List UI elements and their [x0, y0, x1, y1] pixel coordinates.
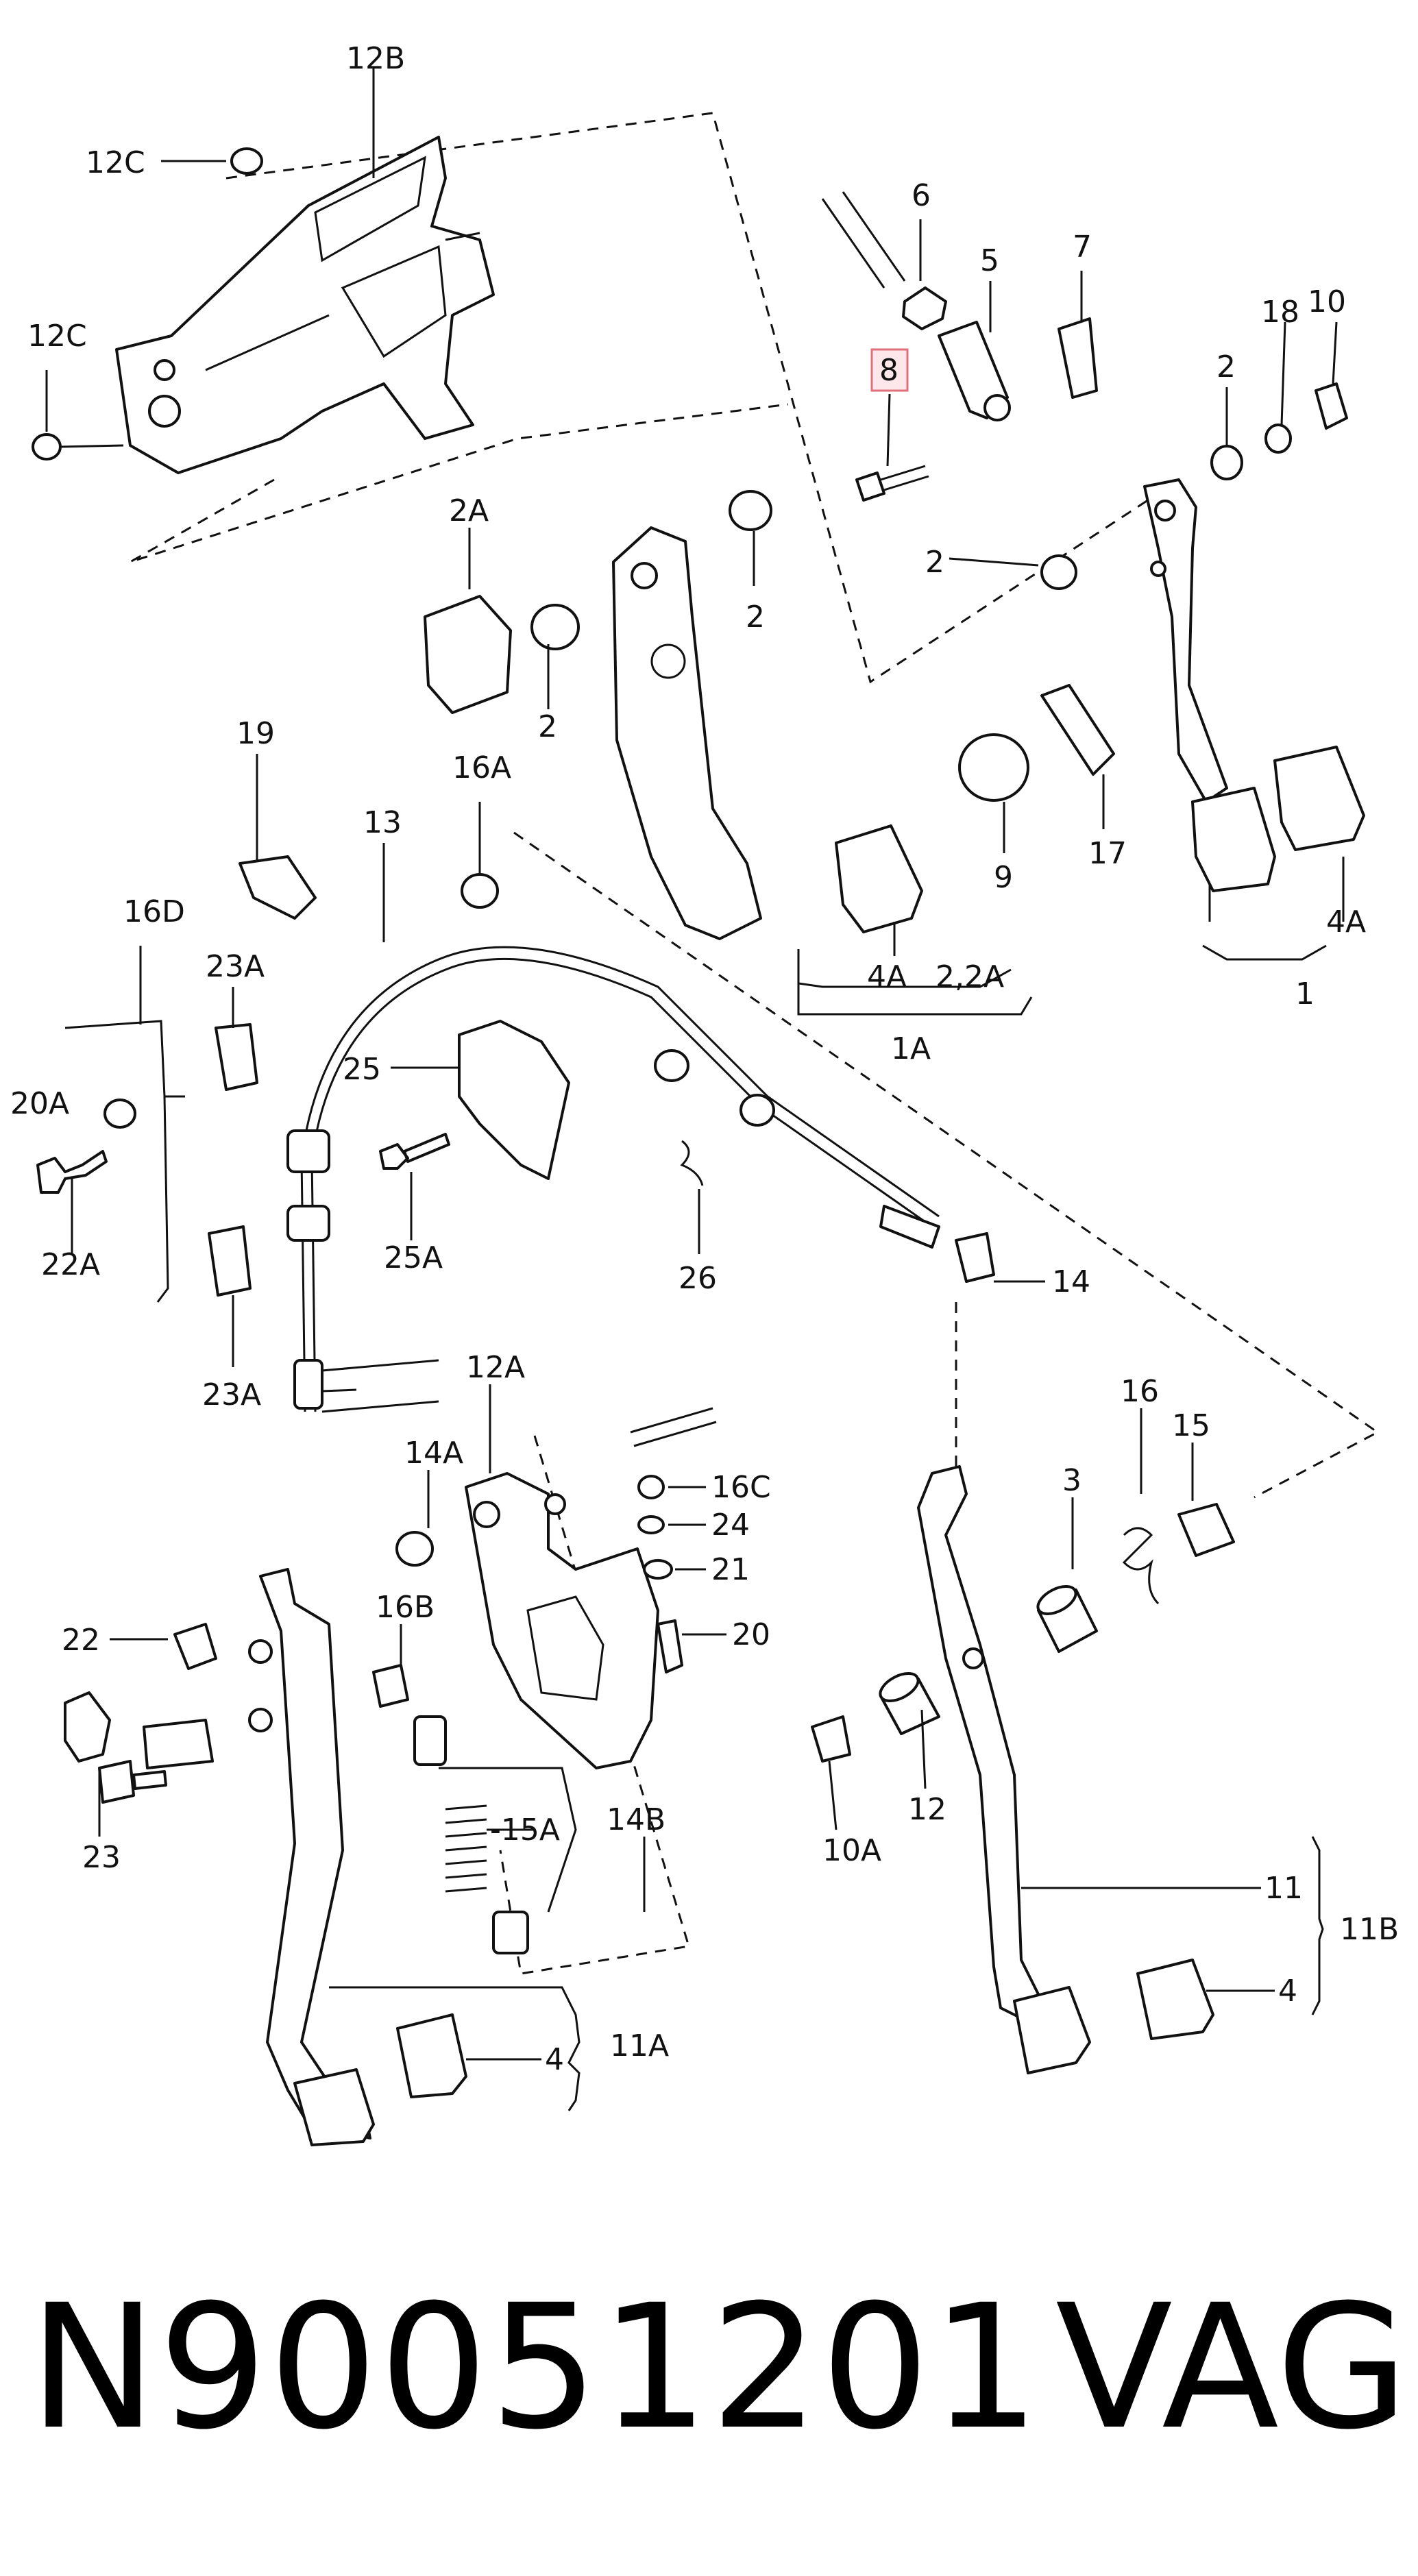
callout-11a: 11A	[610, 2028, 669, 2063]
callout-20: 20	[732, 1617, 770, 1652]
part-number: N90051201	[29, 2268, 1042, 2467]
callout-12: 12	[908, 1792, 946, 1827]
clutch-pedal-11a	[64, 1407, 717, 2146]
callout-13: 13	[363, 805, 402, 840]
brand-name: VAG	[1055, 2268, 1409, 2467]
callout-25: 25	[343, 1052, 381, 1087]
highlight-box	[870, 348, 909, 392]
callout-16a: 16A	[452, 750, 511, 785]
callout-2a: 2A	[449, 493, 489, 528]
callout-23: 23	[82, 1840, 121, 1875]
callout-4-right: 4	[1278, 1974, 1297, 2009]
brake-pedal-assembly-1	[821, 191, 1365, 892]
callout-16d: 16D	[123, 894, 185, 929]
callout-12c-top: 12C	[86, 145, 145, 180]
callout-6: 6	[912, 178, 931, 213]
callout-14b: 14B	[607, 1802, 665, 1837]
cable-13-group	[36, 855, 995, 1413]
callout-16: 16	[1121, 1374, 1159, 1409]
callout-22: 22	[62, 1623, 100, 1658]
callout-labels: 12B 12C 12C 6 5 7 8 18 10 2 2 2A 2 2 9 1…	[10, 41, 1399, 2077]
callout-26: 26	[679, 1261, 717, 1296]
callout-24: 24	[711, 1508, 750, 1543]
assembly-outlines	[130, 112, 1380, 1975]
callout-10: 10	[1308, 284, 1346, 319]
callout-15: 15	[1172, 1408, 1210, 1443]
leader-lines	[45, 69, 1345, 2111]
callout-7: 7	[1073, 230, 1092, 265]
callout-2-2a: 2,2A	[936, 959, 1004, 994]
callout-20a: 20A	[10, 1086, 69, 1121]
callout-12c-left: 12C	[27, 319, 87, 354]
callout-11: 11	[1264, 1871, 1303, 1906]
callout-12b: 12B	[346, 41, 405, 76]
callout-4-left: 4	[545, 2042, 564, 2077]
callout-17: 17	[1088, 836, 1127, 871]
pedal-assembly-11b	[811, 1465, 1235, 2074]
exploded-parts-diagram: 12B 12C 12C 6 5 7 8 18 10 2 2 2A 2 2 9 1…	[10, 41, 1399, 2146]
callout-18: 18	[1261, 295, 1299, 330]
callout-22a: 22A	[41, 1247, 100, 1282]
callout-2-a: 2	[538, 709, 557, 744]
callout-3: 3	[1062, 1463, 1081, 1498]
callout-16b: 16B	[376, 1590, 435, 1625]
callout-4a-right: 4A	[1326, 905, 1366, 940]
callout-23a-bot: 23A	[202, 1377, 261, 1412]
callout-23a-top: 23A	[206, 949, 265, 984]
callout-1a: 1A	[891, 1031, 931, 1066]
callout-2-mid: 2	[925, 545, 944, 580]
callout-16c: 16C	[711, 1470, 771, 1505]
callout-14: 14	[1052, 1264, 1090, 1299]
callout-2-right: 2	[1217, 349, 1236, 384]
callout-5: 5	[980, 243, 999, 278]
callout-14a: 14A	[404, 1436, 463, 1471]
callout-21: 21	[711, 1552, 750, 1587]
callout-19: 19	[236, 716, 275, 751]
callout-25a: 25A	[384, 1240, 443, 1275]
callout-11b: 11B	[1340, 1912, 1399, 1947]
pedal-assembly-1a	[424, 490, 923, 940]
pedal-bracket-12b	[32, 136, 495, 474]
callout-9: 9	[994, 860, 1013, 895]
callout-1: 1	[1295, 977, 1315, 1011]
callout-12a: 12A	[466, 1350, 525, 1385]
callout-8: 8	[879, 353, 899, 388]
callout-10a: 10A	[822, 1833, 881, 1868]
callout-15a: -15A	[490, 1813, 560, 1848]
callout-2-b: 2	[746, 600, 765, 635]
callout-4a-mid: 4A	[867, 959, 907, 994]
